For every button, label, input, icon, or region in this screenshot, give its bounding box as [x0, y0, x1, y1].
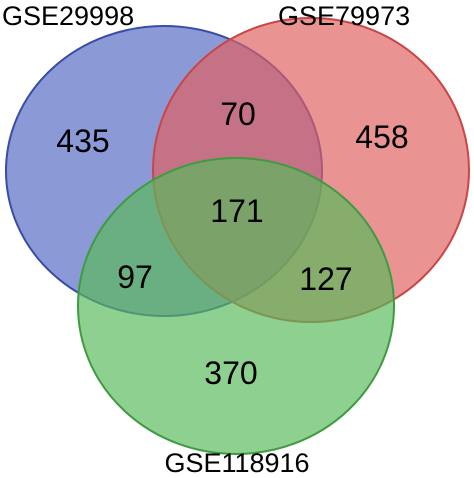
count-gse29998-gse118916: 97 — [117, 259, 153, 295]
set-circle-gse118916 — [77, 157, 395, 455]
count-only-gse79973: 458 — [355, 119, 408, 155]
count-all-three: 171 — [210, 193, 263, 229]
set-label-gse79973: GSE79973 — [278, 1, 410, 31]
count-only-gse29998: 435 — [56, 123, 109, 159]
count-gse79973-gse118916: 127 — [299, 261, 352, 297]
set-label-gse29998: GSE29998 — [2, 1, 134, 31]
count-only-gse118916: 370 — [204, 355, 257, 391]
count-gse29998-gse79973: 70 — [220, 96, 256, 132]
set-label-gse118916: GSE118916 — [164, 448, 309, 478]
